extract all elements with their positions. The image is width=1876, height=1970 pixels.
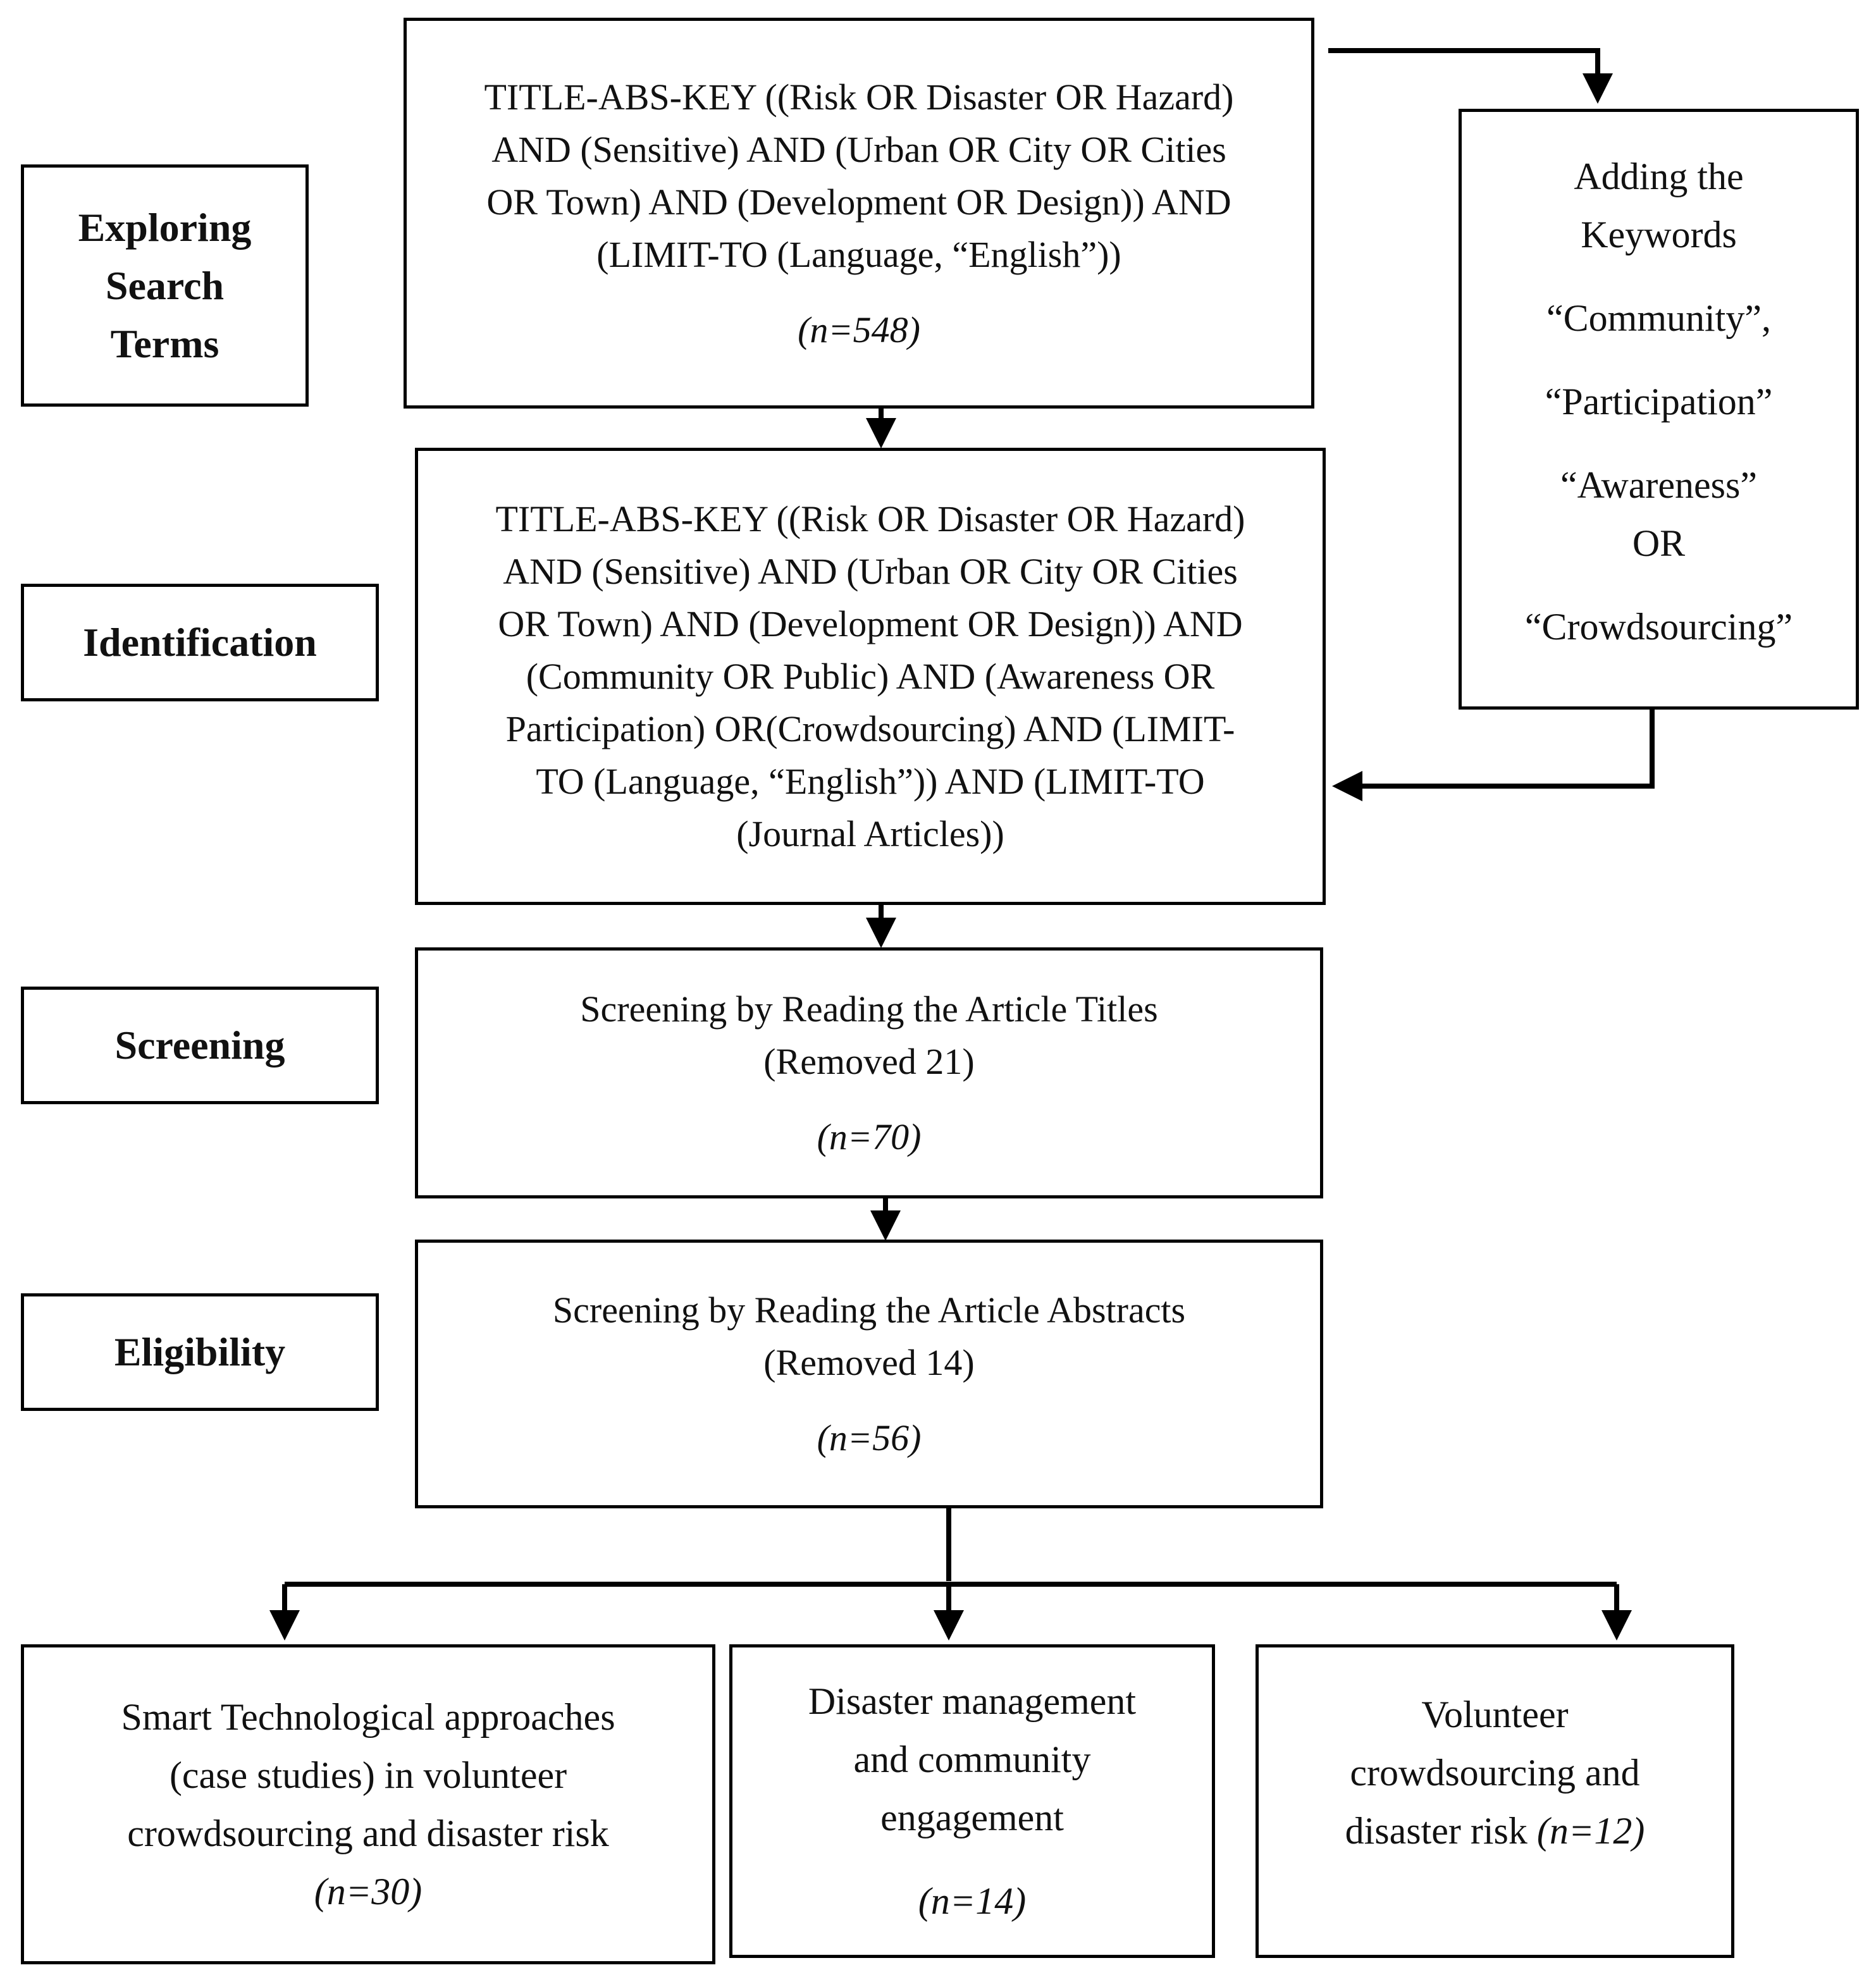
screening-abstracts-box: Screening by Reading the Article Abstrac… <box>415 1240 1323 1508</box>
eligibility-line: Screening by Reading the Article Abstrac… <box>552 1290 1186 1331</box>
query-line: TITLE-ABS-KEY ((Risk OR Disaster OR Haza… <box>495 498 1245 539</box>
stage-label-text: Identification <box>83 620 317 665</box>
record-count: (n=70) <box>817 1116 922 1157</box>
keyword-line: “Awareness” <box>1560 464 1757 506</box>
search-query-box-identification: TITLE-ABS-KEY ((Risk OR Disaster OR Haza… <box>415 448 1326 905</box>
keyword-line: Keywords <box>1581 214 1737 255</box>
search-query-text: TITLE-ABS-KEY ((Risk OR Disaster OR Haza… <box>484 71 1234 281</box>
query-line: OR Town) AND (Development OR Design)) AN… <box>486 181 1231 223</box>
outcome-box-smart-technological: Smart Technological approaches (case stu… <box>21 1644 715 1964</box>
query-line: AND (Sensitive) AND (Urban OR City OR Ci… <box>491 128 1226 170</box>
identification-query-text: TITLE-ABS-KEY ((Risk OR Disaster OR Haza… <box>496 493 1245 860</box>
eligibility-line: (Removed 14) <box>763 1342 975 1383</box>
keyword-line: “Community”, <box>1546 297 1771 339</box>
record-count: (n=14) <box>918 1880 1027 1922</box>
query-line: TO (Language, “English”)) AND (LIMIT-TO <box>536 761 1205 802</box>
record-count: (n=12) <box>1536 1810 1645 1852</box>
stage-label-line: Exploring <box>78 204 252 250</box>
eligibility-text: Screening by Reading the Article Abstrac… <box>553 1284 1185 1389</box>
arrow-keywords-to-identification <box>1332 708 1655 801</box>
query-line: (Community OR Public) AND (Awareness OR <box>526 656 1215 697</box>
outcome-line: Disaster management <box>808 1680 1137 1722</box>
query-line: TITLE-ABS-KEY ((Risk OR Disaster OR Haza… <box>484 76 1234 118</box>
outcome-line-with-count: disaster risk (n=12) <box>1345 1802 1645 1860</box>
outcome-line: Volunteer <box>1421 1694 1569 1735</box>
stage-label-screening: Screening <box>21 987 379 1104</box>
outcome-line: (case studies) in volunteer <box>169 1754 567 1796</box>
keyword-line: Adding the <box>1574 156 1744 197</box>
stage-label-text: Screening <box>114 1023 285 1068</box>
stage-label-text: Eligibility <box>114 1329 286 1374</box>
outcome-line: disaster risk <box>1345 1810 1527 1852</box>
arrow-explore-to-keywords <box>1328 48 1613 104</box>
keyword-line: OR <box>1632 522 1686 564</box>
outcome-box-disaster-management: Disaster management and community engage… <box>729 1644 1215 1958</box>
added-keywords-box: Adding the Keywords “Community”, “Partic… <box>1459 109 1859 710</box>
query-line: (Journal Articles)) <box>736 813 1004 854</box>
query-line: AND (Sensitive) AND (Urban OR City OR Ci… <box>503 551 1238 592</box>
stage-label-line: Terms <box>110 321 219 366</box>
keyword-line: “Participation” <box>1545 381 1773 422</box>
screening-titles-box: Screening by Reading the Article Titles … <box>415 947 1323 1198</box>
outcome-line: engagement <box>880 1797 1064 1838</box>
stage-label-identification: Identification <box>21 584 379 701</box>
outcome-line: Smart Technological approaches <box>121 1696 615 1738</box>
stage-label-eligibility: Eligibility <box>21 1293 379 1411</box>
query-line: Participation) OR(Crowdsourcing) AND (LI… <box>505 708 1235 749</box>
stage-label-exploring-search-terms: Exploring Search Terms <box>21 164 309 407</box>
keyword-line: “Crowdsourcing” <box>1524 606 1793 648</box>
outcome-box-volunteer-crowdsourcing: Volunteer crowdsourcing and disaster ris… <box>1256 1644 1734 1958</box>
outcome-line: crowdsourcing and disaster risk <box>127 1813 609 1854</box>
screening-text: Screening by Reading the Article Titles … <box>580 983 1157 1088</box>
outcome-line: crowdsourcing and <box>1350 1752 1640 1794</box>
record-count: (n=30) <box>314 1871 423 1912</box>
query-line: (LIMIT-TO (Language, “English”)) <box>596 233 1121 275</box>
screening-line: (Removed 21) <box>763 1041 975 1082</box>
search-query-box-initial: TITLE-ABS-KEY ((Risk OR Disaster OR Haza… <box>404 18 1314 409</box>
record-count: (n=56) <box>817 1417 922 1458</box>
query-line: OR Town) AND (Development OR Design)) AN… <box>498 603 1243 644</box>
screening-line: Screening by Reading the Article Titles <box>580 988 1158 1030</box>
record-count: (n=548) <box>798 309 920 350</box>
stage-label-line: Search <box>105 262 225 308</box>
outcome-line: and community <box>853 1739 1091 1780</box>
